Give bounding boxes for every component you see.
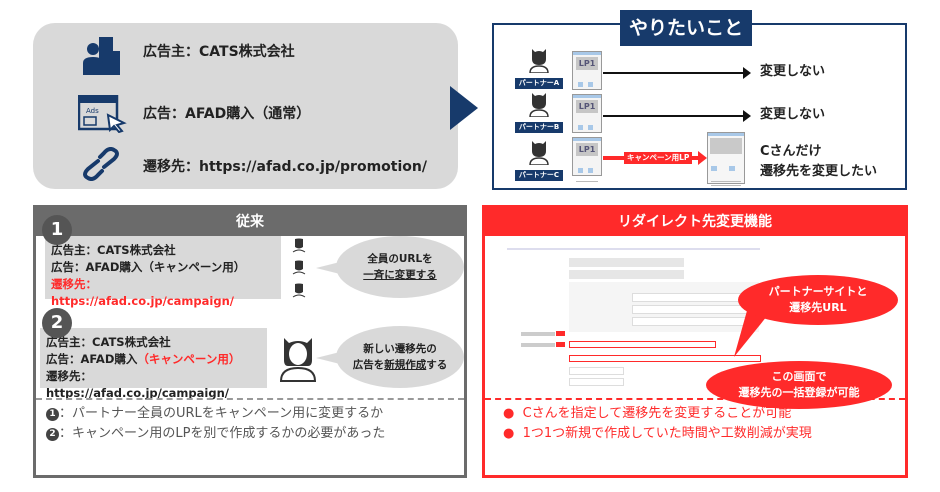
- legacy-panel: 従来 広告主：CATS株式会社 広告：AFAD購入（キャンペーン用） 遷移先：h…: [33, 205, 467, 478]
- arrow-head-icon: [698, 151, 707, 165]
- lp-label: LP1: [576, 57, 598, 70]
- arrow-icon: [603, 110, 751, 122]
- case2-advertiser: 広告主：CATS株式会社: [46, 335, 171, 349]
- callout-text: 遷移先URL: [789, 301, 847, 314]
- lp-label: LP1: [576, 143, 598, 156]
- person-icon: [529, 141, 549, 166]
- note-number: 2: [46, 428, 59, 441]
- partner-c: パートナーC: [515, 139, 563, 181]
- svg-text:Ads: Ads: [86, 107, 99, 115]
- campaign-lp-thumbnail: [707, 132, 745, 186]
- bubble-text: 全員のURLを: [367, 253, 433, 265]
- result-b: 変更しない: [760, 107, 826, 122]
- lp-thumbnail: LP1: [572, 137, 602, 182]
- callout-bulk-register: この画面で 遷移先の一括登録が可能: [706, 361, 892, 409]
- case1-number: 1: [42, 215, 72, 245]
- result-c-line2: 遷移先を変更したい: [760, 164, 878, 179]
- partner-label: パートナーC: [515, 170, 563, 181]
- callout-text: パートナーサイトと: [768, 285, 868, 298]
- note-number: 1: [46, 408, 59, 421]
- advertiser-building-icon: [83, 37, 120, 75]
- redirect-feature-panel: リダイレクト先変更機能 ● Cさんを指定して遷移先を変更することが可能 ● 1つ…: [482, 205, 908, 478]
- legacy-title: 従来: [36, 208, 464, 236]
- redirect-text: 遷移先：https://afad.co.jp/promotion/: [143, 159, 427, 175]
- person-icon: [529, 93, 549, 118]
- partner-label: パートナーA: [515, 78, 563, 89]
- case1-advertiser: 広告主：CATS株式会社: [51, 243, 176, 257]
- divider: [485, 398, 905, 400]
- settings-form-screenshot: [507, 248, 761, 388]
- callout-text: 遷移先の一括登録が可能: [738, 386, 860, 399]
- partners-icon: [292, 238, 306, 298]
- bubble-text: 新しい遷移先の: [363, 343, 437, 355]
- ads-browser-icon: Ads: [78, 95, 127, 133]
- person-icon: [279, 338, 317, 382]
- partner-a: パートナーA: [515, 47, 563, 89]
- result-a: 変更しない: [760, 64, 826, 79]
- campaign-lp-label: キャンペーン用LP: [624, 152, 693, 164]
- case1-box: 広告主：CATS株式会社 広告：AFAD購入（キャンペーン用） 遷移先：http…: [45, 236, 281, 308]
- partner-label: パートナーB: [515, 122, 563, 133]
- callout-partner-url: パートナーサイトと 遷移先URL: [738, 275, 898, 325]
- arrow-icon: [603, 67, 751, 79]
- lp-thumbnail: LP1: [572, 51, 602, 96]
- person-icon: [529, 49, 549, 74]
- callout-text: この画面で: [771, 370, 827, 383]
- link-icon: [83, 147, 119, 181]
- ad-text: 広告：AFAD購入（通常）: [143, 106, 311, 122]
- note-text: 1つ1つ新規で作成していた時間や工数削減が実現: [522, 426, 812, 441]
- lp-label: LP1: [576, 100, 598, 113]
- case2-number: 2: [42, 308, 72, 338]
- note-text: Cさんを指定して遷移先を変更することが可能: [522, 406, 792, 421]
- case1-ad: 広告：AFAD購入（キャンペーン用）: [51, 260, 246, 274]
- bubble-text: 広告を: [352, 359, 385, 371]
- feature-note-2: ● 1つ1つ新規で作成していた時間や工数削減が実現: [503, 426, 812, 441]
- result-c-line1: Cさんだけ: [760, 144, 822, 159]
- bubble-text: 一斉に変更する: [363, 269, 437, 281]
- case2-ad: 広告：AFAD購入: [46, 352, 138, 366]
- goal-title: やりたいこと: [620, 10, 752, 46]
- case1-redirect: 遷移先：https://afad.co.jp/campaign/: [51, 277, 234, 308]
- note-text: ：キャンペーン用のLPを別で作成するかの必要があった: [59, 426, 386, 441]
- note-2: 2：キャンペーン用のLPを別で作成するかの必要があった: [46, 424, 385, 443]
- advertiser-text: 広告主：CATS株式会社: [143, 44, 295, 60]
- feature-note-1: ● Cさんを指定して遷移先を変更することが可能: [503, 406, 792, 421]
- bubble-text: 新規作成: [384, 359, 427, 371]
- bubble-text: する: [426, 359, 448, 371]
- divider: [36, 398, 464, 400]
- case2-ad-suffix: （キャンペーン用）: [137, 352, 241, 366]
- note-1: 1：パートナー全員のURLをキャンペーン用に変更するか: [46, 404, 383, 423]
- arrow-right-icon: [450, 86, 478, 130]
- current-settings-panel: 広告主：CATS株式会社 Ads 広告：AFAD購入（通常） 遷移先：https…: [33, 23, 458, 189]
- note-text: ：パートナー全員のURLをキャンペーン用に変更するか: [59, 406, 384, 421]
- feature-title: リダイレクト先変更機能: [485, 208, 905, 236]
- partner-b: パートナーB: [515, 91, 563, 133]
- case2-box: 広告主：CATS株式会社 広告：AFAD購入（キャンペーン用） 遷移先：http…: [40, 328, 267, 400]
- lp-thumbnail: LP1: [572, 94, 602, 139]
- case2-redirect: 遷移先：https://afad.co.jp/campaign/: [46, 369, 229, 400]
- case1-bubble: 全員のURLを 一斉に変更する: [316, 236, 464, 298]
- case2-bubble: 新しい遷移先の 広告を新規作成する: [316, 326, 464, 388]
